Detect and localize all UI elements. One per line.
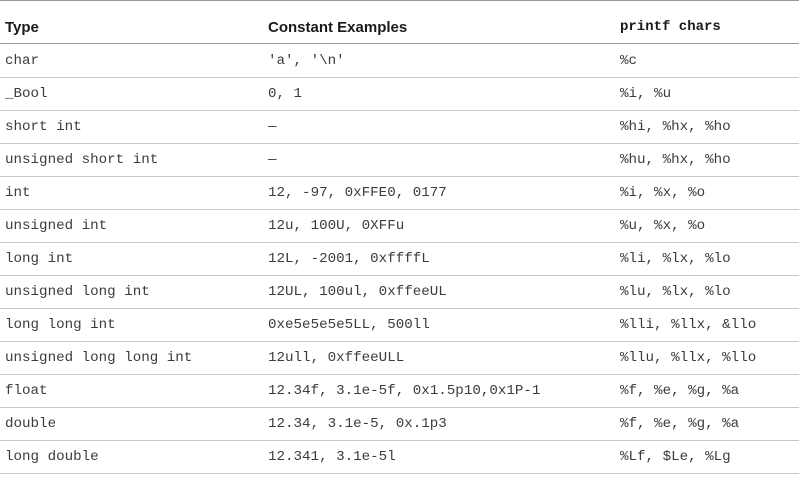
table-header-row: Type Constant Examples printf chars	[0, 11, 799, 44]
table-row: long long int 0xe5e5e5e5LL, 500ll %lli, …	[0, 309, 799, 342]
examples-cell: —	[268, 119, 277, 135]
examples-cell: 'a', '\n'	[268, 53, 345, 69]
table-row: long double 12.341, 3.1e-5l %Lf, $Le, %L…	[0, 441, 799, 474]
examples-cell: 12ull, 0xffeeULL	[268, 350, 405, 366]
table-row: _Bool 0, 1 %i, %u	[0, 78, 799, 111]
type-cell: unsigned long long int	[5, 350, 193, 366]
table-row: unsigned long int 12UL, 100ul, 0xffeeUL …	[0, 276, 799, 309]
table-row: long int 12L, -2001, 0xffffL %li, %lx, %…	[0, 243, 799, 276]
printf-cell: %f, %e, %g, %a	[620, 416, 740, 432]
type-cell: char	[5, 53, 40, 69]
type-cell: long int	[5, 251, 74, 267]
printf-cell: %lli, %llx, &llo	[620, 317, 757, 333]
header-type: Type	[5, 18, 39, 36]
examples-cell: 12.34f, 3.1e-5f, 0x1.5p10,0x1P-1	[268, 383, 541, 399]
printf-cell: %Lf, $Le, %Lg	[620, 449, 731, 465]
type-cell: short int	[5, 119, 82, 135]
printf-cell: %hu, %hx, %ho	[620, 152, 731, 168]
table-row: float 12.34f, 3.1e-5f, 0x1.5p10,0x1P-1 %…	[0, 375, 799, 408]
type-cell: int	[5, 185, 31, 201]
examples-cell: 12, -97, 0xFFE0, 0177	[268, 185, 447, 201]
header-printf-chars: printf chars	[620, 19, 721, 35]
table-row: short int — %hi, %hx, %ho	[0, 111, 799, 144]
printf-cell: %llu, %llx, %llo	[620, 350, 757, 366]
type-cell: long long int	[5, 317, 116, 333]
table-row: int 12, -97, 0xFFE0, 0177 %i, %x, %o	[0, 177, 799, 210]
table-row: char 'a', '\n' %c	[0, 45, 799, 78]
examples-cell: 0xe5e5e5e5LL, 500ll	[268, 317, 430, 333]
examples-cell: 12L, -2001, 0xffffL	[268, 251, 430, 267]
printf-cell: %c	[620, 53, 638, 69]
type-cell: unsigned int	[5, 218, 108, 234]
type-cell: double	[5, 416, 57, 432]
printf-cell: %i, %u	[620, 86, 672, 102]
examples-cell: 12.34, 3.1e-5, 0x.1p3	[268, 416, 447, 432]
table-row: unsigned long long int 12ull, 0xffeeULL …	[0, 342, 799, 375]
printf-cell: %lu, %lx, %lo	[620, 284, 731, 300]
table-row: double 12.34, 3.1e-5, 0x.1p3 %f, %e, %g,…	[0, 408, 799, 441]
printf-cell: %hi, %hx, %ho	[620, 119, 731, 135]
examples-cell: 12UL, 100ul, 0xffeeUL	[268, 284, 447, 300]
examples-cell: 0, 1	[268, 86, 303, 102]
type-cell: unsigned long int	[5, 284, 150, 300]
type-cell: _Bool	[5, 86, 48, 102]
examples-cell: —	[268, 152, 277, 168]
examples-cell: 12.341, 3.1e-5l	[268, 449, 396, 465]
printf-cell: %i, %x, %o	[620, 185, 706, 201]
table-row: unsigned int 12u, 100U, 0XFFu %u, %x, %o	[0, 210, 799, 243]
header-constant-examples: Constant Examples	[268, 18, 408, 36]
type-cell: long double	[5, 449, 99, 465]
printf-cell: %li, %lx, %lo	[620, 251, 731, 267]
table-row: unsigned short int — %hu, %hx, %ho	[0, 144, 799, 177]
type-cell: unsigned short int	[5, 152, 159, 168]
examples-cell: 12u, 100U, 0XFFu	[268, 218, 405, 234]
printf-cell: %u, %x, %o	[620, 218, 706, 234]
type-cell: float	[5, 383, 48, 399]
printf-cell: %f, %e, %g, %a	[620, 383, 740, 399]
